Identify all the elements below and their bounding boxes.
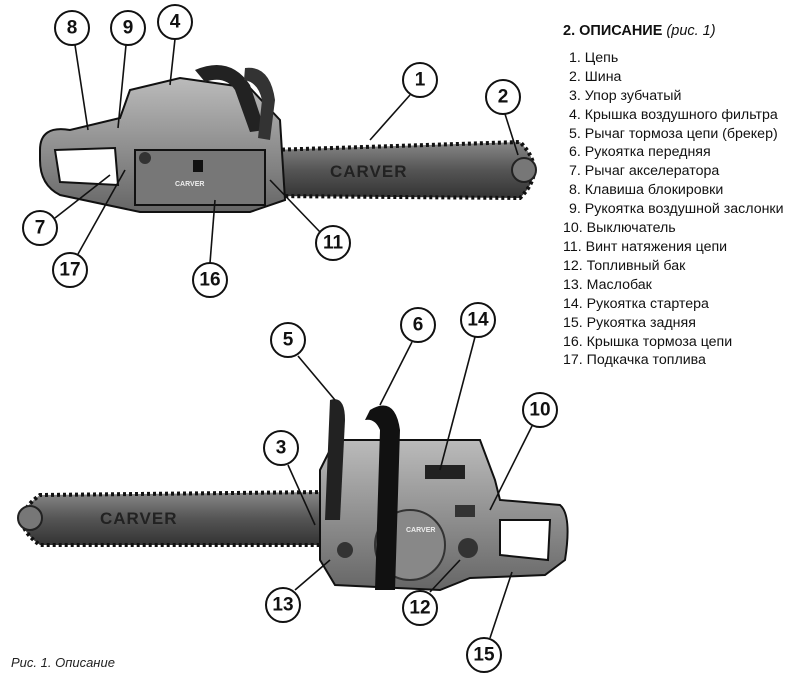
callout-7: 7 (22, 210, 58, 246)
svg-text:11: 11 (323, 233, 344, 254)
list-item: 13. Маслобак (563, 276, 652, 293)
figure-reference: (рис. 1) (666, 23, 716, 39)
chainsaw-side-view: CARVER CARVER (39, 65, 537, 213)
callout-5: 5 (270, 322, 306, 358)
list-item: 14. Рукоятка стартера (563, 295, 709, 312)
svg-text:13: 13 (272, 595, 293, 616)
callout-3: 3 (263, 430, 299, 466)
guide-bar: CARVER (268, 139, 537, 201)
list-item: 9. Рукоятка воздушной заслонки (569, 201, 784, 218)
callout-6: 6 (400, 307, 436, 343)
figure-caption: Рис. 1. Описание (11, 655, 115, 670)
callout-10: 10 (522, 392, 558, 428)
list-item: 10. Выключатель (563, 220, 676, 237)
svg-text:10: 10 (529, 400, 550, 421)
svg-text:4: 4 (170, 12, 181, 33)
callouts: 8 9 4 1 2 7 17 16 11 5 6 14 3 10 13 12 1… (22, 4, 558, 673)
svg-text:2: 2 (498, 87, 509, 108)
callout-14: 14 (460, 302, 496, 338)
guide-bar-bottom: CARVER (17, 489, 332, 547)
callout-2: 2 (485, 79, 521, 115)
callout-12: 12 (402, 590, 438, 626)
callout-9: 9 (110, 10, 146, 46)
list-item: 5. Рычаг тормоза цепи (брекер) (569, 125, 778, 142)
svg-text:14: 14 (467, 310, 489, 331)
list-item: 12. Топливный бак (563, 257, 686, 274)
list-item: 11. Винт натяжения цепи (563, 238, 728, 255)
parts-description: 2. ОПИСАНИЕ (рис. 1) 1. Цепь 2. Шина 3. … (563, 22, 784, 370)
engine-body: CARVER (39, 65, 287, 213)
bar-brand-label-bottom: CARVER (100, 509, 177, 528)
svg-text:3: 3 (276, 438, 287, 459)
parts-list: 1. Цепь 2. Шина 3. Упор зубчатый 4. Крыш… (563, 49, 784, 370)
svg-text:16: 16 (199, 270, 220, 291)
svg-text:12: 12 (409, 598, 430, 619)
callout-11: 11 (315, 225, 351, 261)
list-item: 4. Крышка воздушного фильтра (569, 106, 778, 123)
list-item: 16. Крышка тормоза цепи (563, 333, 733, 350)
callout-1: 1 (402, 62, 438, 98)
callout-17: 17 (52, 252, 88, 288)
svg-text:1: 1 (415, 70, 426, 91)
list-item: 2. Шина (569, 68, 622, 85)
svg-text:15: 15 (473, 645, 495, 666)
chainsaw-front-view: CARVER CARVER (17, 399, 569, 592)
engine-body-bottom: CARVER (319, 399, 569, 592)
list-item: 1. Цепь (569, 49, 619, 66)
svg-text:6: 6 (413, 315, 424, 336)
svg-text:9: 9 (123, 18, 134, 39)
callout-16: 16 (192, 262, 228, 298)
svg-text:8: 8 (67, 18, 78, 39)
callout-8: 8 (54, 10, 90, 46)
list-item: 3. Упор зубчатый (569, 87, 682, 104)
svg-text:7: 7 (35, 218, 46, 239)
callout-4: 4 (157, 4, 193, 40)
cover-brand-label: CARVER (175, 181, 204, 188)
svg-text:17: 17 (59, 260, 80, 281)
section-heading: 2. ОПИСАНИЕ (рис. 1) (563, 23, 716, 39)
callout-13: 13 (265, 587, 301, 623)
engine-brand-label: CARVER (406, 527, 435, 534)
bar-brand-label: CARVER (330, 162, 407, 181)
list-item: 17. Подкачка топлива (563, 352, 706, 369)
leader-lines (54, 38, 533, 639)
list-item: 15. Рукоятка задняя (563, 314, 696, 331)
list-item: 7. Рычаг акселератора (569, 163, 720, 180)
list-item: 6. Рукоятка передняя (569, 144, 711, 161)
list-item: 8. Клавиша блокировки (569, 182, 724, 199)
callout-15: 15 (466, 637, 502, 673)
svg-text:5: 5 (283, 330, 294, 351)
